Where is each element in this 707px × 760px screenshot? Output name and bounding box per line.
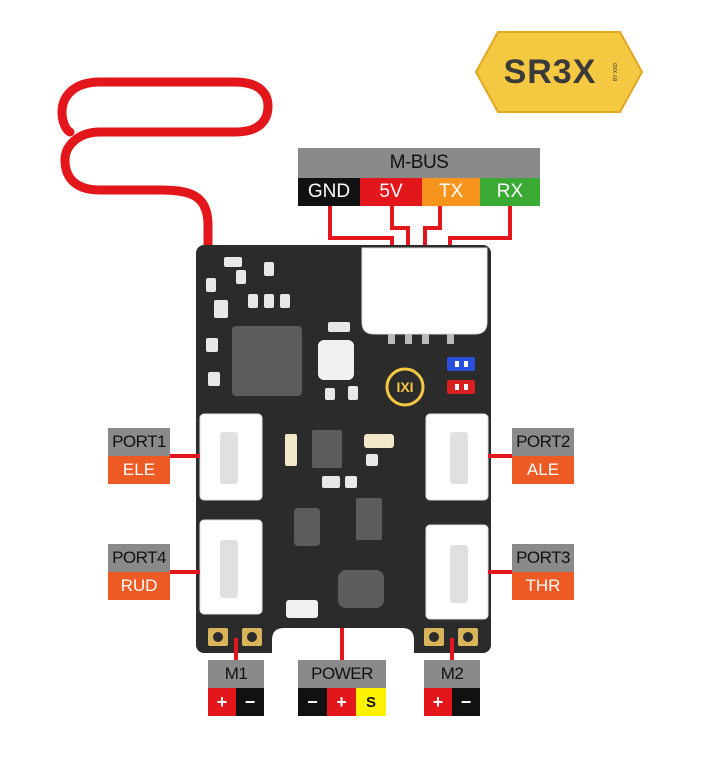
- port2-function: ALE: [512, 456, 574, 484]
- mbus-connector: [361, 247, 488, 335]
- board-mark-logo: [385, 367, 425, 407]
- power-plus: +: [327, 688, 356, 716]
- mbus-title: M-BUS: [298, 148, 540, 178]
- port4-function: RUD: [108, 572, 170, 600]
- logo-text: SR3X: [503, 52, 597, 91]
- solder-pads: [208, 628, 478, 646]
- jumper-red: [447, 380, 475, 394]
- mbus-pin-tx: TX: [422, 178, 480, 206]
- port2-name: PORT2: [512, 428, 574, 456]
- mbus-pin-rx: RX: [480, 178, 540, 206]
- board-mark-text: IXI: [396, 379, 414, 395]
- port1-name: PORT1: [108, 428, 170, 456]
- mbus-connector-pins: [388, 334, 454, 344]
- power-label: POWER: [298, 660, 386, 688]
- mbus-pin-gnd: GND: [298, 178, 360, 206]
- logo-badge: [474, 31, 644, 113]
- m1-plus: +: [208, 688, 236, 716]
- port-wires: [168, 454, 512, 660]
- m1-label: M1: [208, 660, 264, 688]
- power-minus: −: [298, 688, 327, 716]
- m2-label: M2: [424, 660, 480, 688]
- antenna-wire: [57, 77, 273, 267]
- power-signal: S: [356, 688, 386, 716]
- port3-function: THR: [512, 572, 574, 600]
- jumper-blue: [447, 357, 475, 371]
- mbus-pin-5v: 5V: [360, 178, 422, 206]
- smd-components: [206, 257, 394, 618]
- antenna-tip: [100, 82, 235, 132]
- port4-name: PORT4: [108, 544, 170, 572]
- port3-name: PORT3: [512, 544, 574, 572]
- logo-subtext: BY XXD: [613, 62, 619, 82]
- port1-function: ELE: [108, 456, 170, 484]
- m1-minus: −: [236, 688, 264, 716]
- m2-plus: +: [424, 688, 452, 716]
- m2-minus: −: [452, 688, 480, 716]
